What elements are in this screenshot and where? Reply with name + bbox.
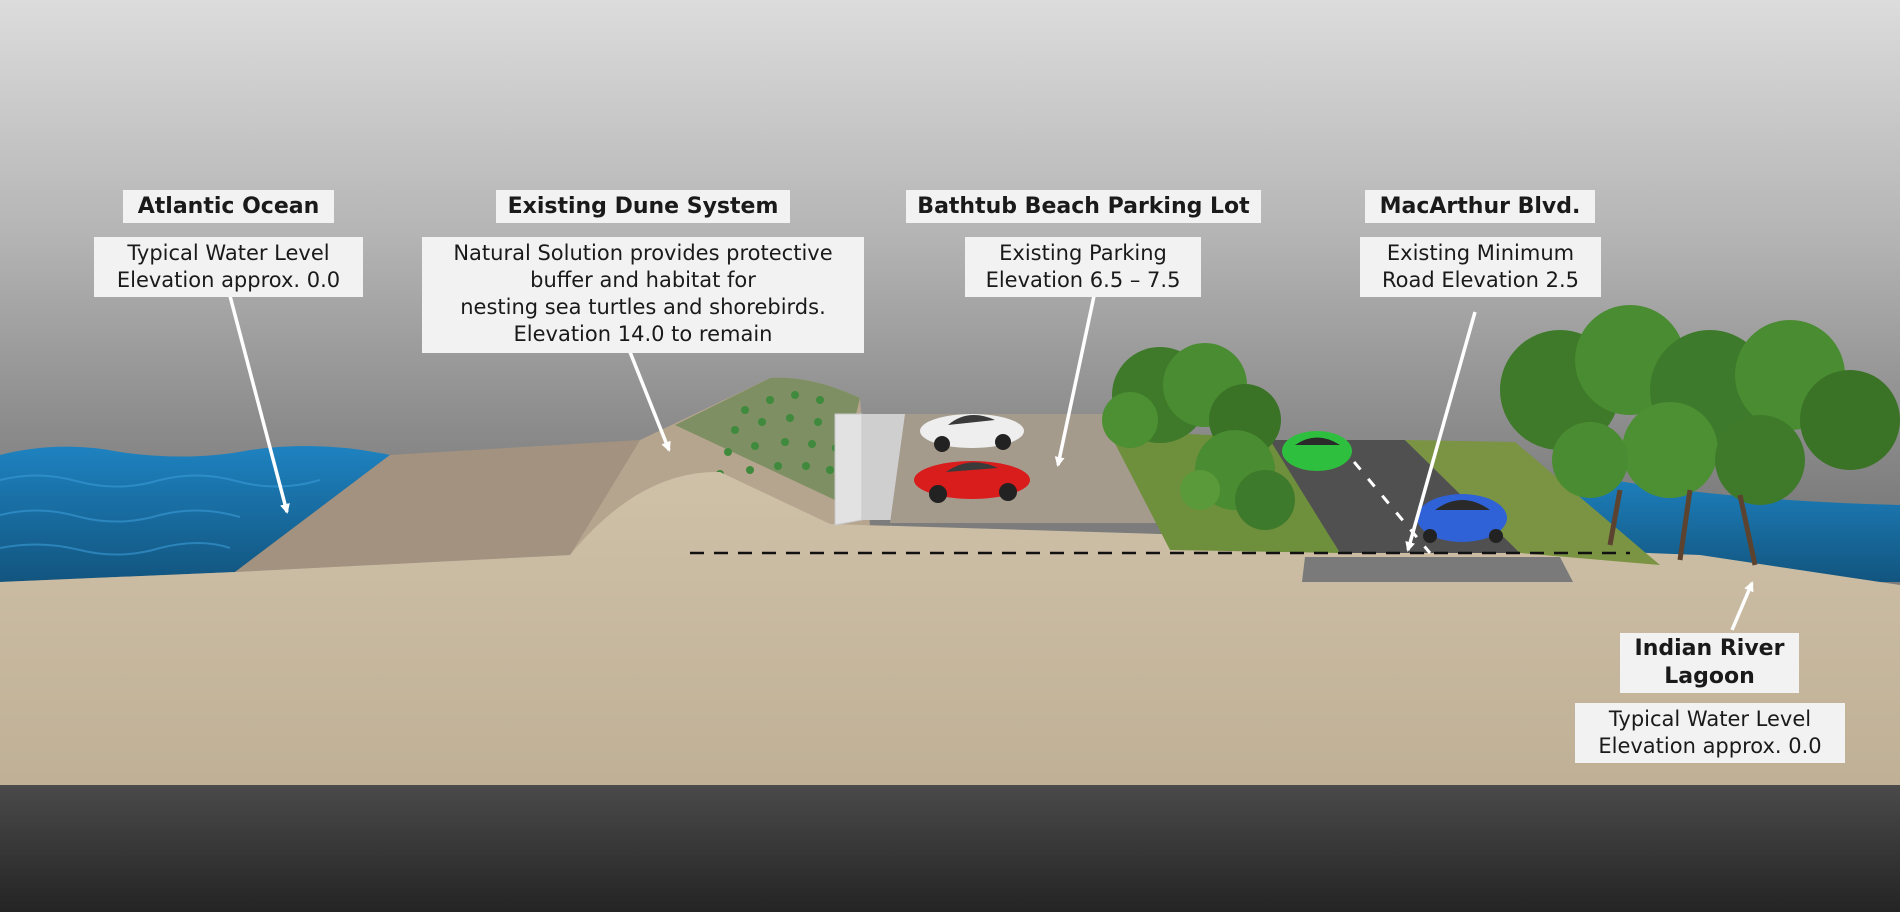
car-blue bbox=[1417, 494, 1507, 543]
atlantic-ocean-title: Atlantic Ocean bbox=[123, 190, 334, 223]
ocean-waves bbox=[0, 474, 321, 556]
car-white bbox=[920, 414, 1024, 452]
dune-system-title: Existing Dune System bbox=[496, 190, 790, 223]
macarthur-blvd-title: MacArthur Blvd. bbox=[1365, 190, 1595, 223]
road-base-slab bbox=[1302, 557, 1573, 582]
ocean-water bbox=[0, 446, 390, 582]
dune-system-description: Natural Solution provides protective buf… bbox=[422, 237, 864, 353]
retaining-wall bbox=[834, 413, 863, 526]
indian-river-lagoon-arrow bbox=[1730, 581, 1754, 631]
car-red bbox=[914, 461, 1030, 503]
beach-slope bbox=[235, 440, 640, 572]
atlantic-ocean-description: Typical Water Level Elevation approx. 0.… bbox=[94, 237, 363, 297]
atlantic-ocean-arrow bbox=[228, 295, 290, 514]
ground-base bbox=[0, 785, 1900, 912]
parking-lot-description: Existing Parking Elevation 6.5 – 7.5 bbox=[965, 237, 1201, 297]
parking-lot-arrow bbox=[1054, 295, 1096, 467]
lagoon-grass bbox=[1405, 440, 1660, 565]
dune-system-arrow bbox=[628, 351, 671, 452]
indian-river-lagoon-title: Indian River Lagoon bbox=[1620, 633, 1799, 693]
road-center-line bbox=[1338, 444, 1432, 554]
macarthur-blvd-description: Existing Minimum Road Elevation 2.5 bbox=[1360, 237, 1601, 297]
car-green bbox=[1282, 431, 1352, 471]
macarthur-blvd-arrow bbox=[1405, 311, 1477, 552]
indian-river-lagoon-description: Typical Water Level Elevation approx. 0.… bbox=[1575, 703, 1845, 763]
parking-lot-title: Bathtub Beach Parking Lot bbox=[906, 190, 1261, 223]
tree-cluster-right bbox=[1500, 305, 1900, 566]
dune-vegetated-face bbox=[675, 377, 860, 500]
tree-cluster-left bbox=[1102, 343, 1295, 530]
